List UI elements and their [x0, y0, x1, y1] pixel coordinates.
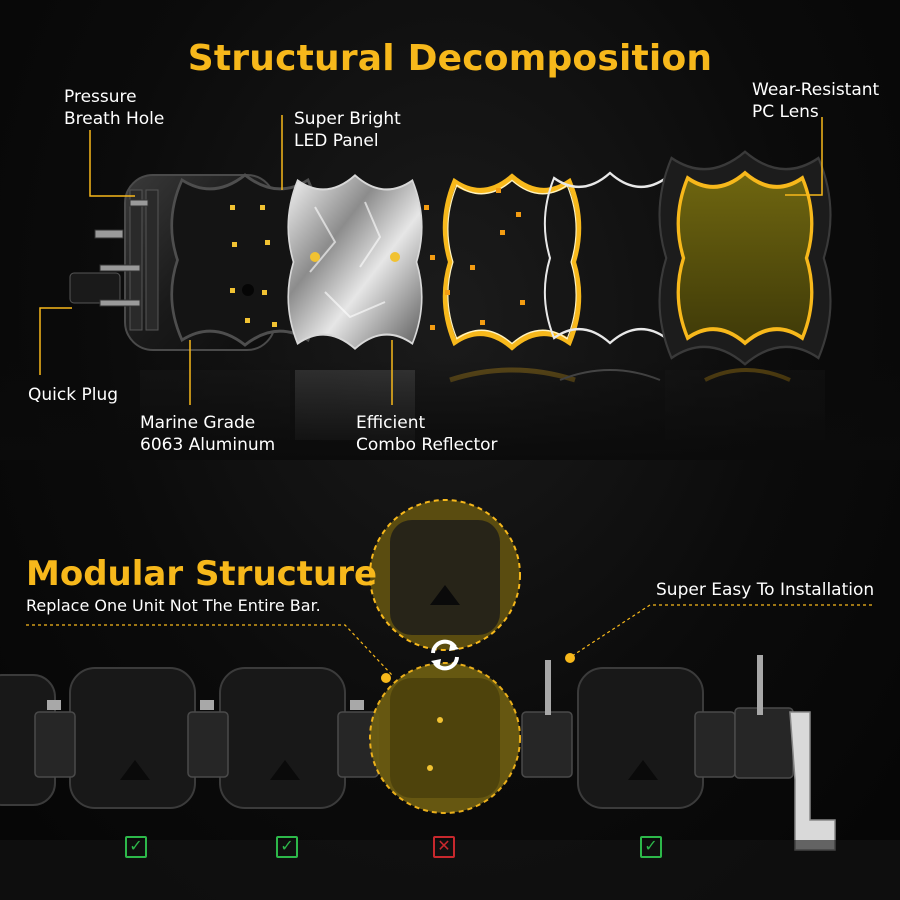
halo-ring [445, 177, 579, 347]
modular-leader-lines [26, 604, 872, 676]
label-pressure-breath-hole: Pressure Breath Hole [64, 87, 165, 129]
swap-arrows-icon [431, 639, 459, 671]
check-icon: ✓ [125, 836, 147, 858]
cross-icon: ✕ [433, 836, 455, 858]
quick-plug [69, 199, 149, 307]
label-pc-lens: Wear-Resistant PC Lens [752, 80, 880, 122]
leader-dot [565, 653, 575, 663]
pc-lens [658, 150, 832, 366]
installation-label: Super Easy To Installation [656, 580, 875, 600]
page-title: Structural Decomposition [187, 38, 713, 79]
aluminum-housing [124, 173, 320, 351]
swap-module-bottom [369, 662, 521, 814]
light-bar-modules [0, 655, 900, 900]
modular-title: Modular Structure [26, 554, 378, 594]
leader-dot [381, 673, 391, 683]
callout-lines [39, 115, 823, 405]
mount-bracket [789, 711, 836, 851]
check-icon: ✓ [640, 836, 662, 858]
clear-gasket [543, 171, 677, 345]
label-quick-plug: Quick Plug [28, 385, 119, 405]
label-aluminum: Marine Grade 6063 Aluminum [140, 413, 276, 455]
modular-subtitle: Replace One Unit Not The Entire Bar. [26, 596, 321, 615]
label-reflector: Efficient Combo Reflector [356, 413, 498, 455]
combo-reflector [287, 174, 423, 350]
swap-module-top [369, 499, 521, 651]
sparkles [424, 188, 525, 330]
check-icon: ✓ [276, 836, 298, 858]
label-led-panel: Super Bright LED Panel [294, 109, 401, 151]
